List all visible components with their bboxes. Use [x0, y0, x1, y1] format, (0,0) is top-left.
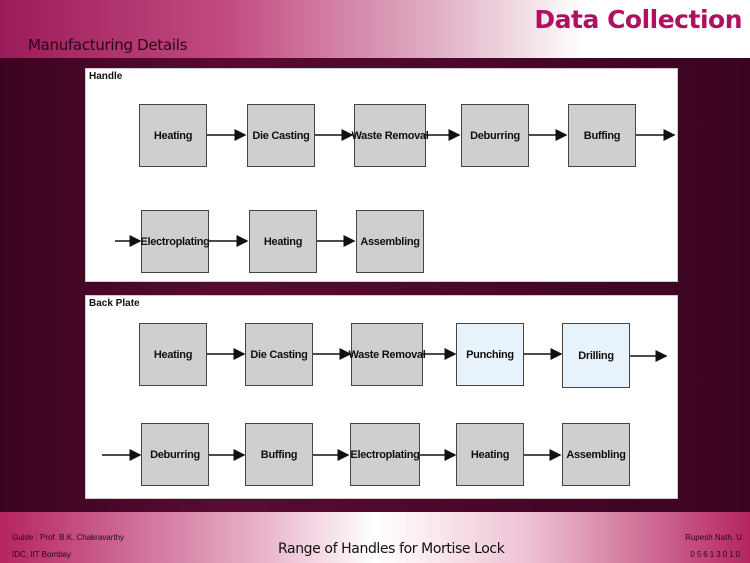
step-box: Electroplating	[140, 210, 210, 273]
step-box: Heating	[139, 323, 207, 386]
step-box: Electroplating	[350, 423, 420, 486]
handle-panel: Handle Heating Die Casting Waste Removal…	[85, 68, 678, 282]
footer-author: Rupesh Nath. U	[685, 533, 742, 542]
header-bar: Manufacturing Details Data Collection	[0, 0, 750, 58]
step-box: Die Casting	[245, 323, 313, 386]
step-box: Heating	[456, 423, 524, 486]
step-box: Heating	[139, 104, 207, 167]
step-box: Waste Removal	[352, 104, 429, 167]
step-box: Heating	[249, 210, 317, 273]
step-box: Deburring	[141, 423, 209, 486]
step-box: Assembling	[356, 210, 424, 273]
handle-panel-label: Handle	[89, 71, 123, 82]
step-box: Assembling	[562, 423, 630, 486]
back-plate-arrows	[102, 348, 668, 461]
back-plate-panel: Back Plate Heating Die Casting Waste Rem…	[85, 295, 678, 499]
footer-institute: IDC, IIT Bombay	[12, 550, 71, 559]
step-box: Deburring	[461, 104, 529, 167]
step-box: Die Casting	[247, 104, 315, 167]
footer-title: Range of Handles for Mortise Lock	[278, 541, 505, 557]
step-box: Buffing	[245, 423, 313, 486]
page-subtitle: Manufacturing Details	[28, 36, 188, 54]
page-title: Data Collection	[534, 5, 742, 34]
back-plate-panel-label: Back Plate	[89, 298, 140, 309]
handle-arrows	[115, 129, 676, 247]
main-area: Handle Heating Die Casting Waste Removal…	[0, 58, 750, 512]
step-box: Buffing	[568, 104, 636, 167]
footer-roll: 05613010	[690, 550, 742, 559]
footer-bar: Guide : Prof. B.K. Chakravarthy IDC, IIT…	[0, 512, 750, 563]
step-box: Waste Removal	[349, 323, 426, 386]
step-box: Punching	[456, 323, 524, 386]
step-box: Drilling	[562, 323, 630, 388]
footer-guide: Guide : Prof. B.K. Chakravarthy	[12, 533, 125, 542]
